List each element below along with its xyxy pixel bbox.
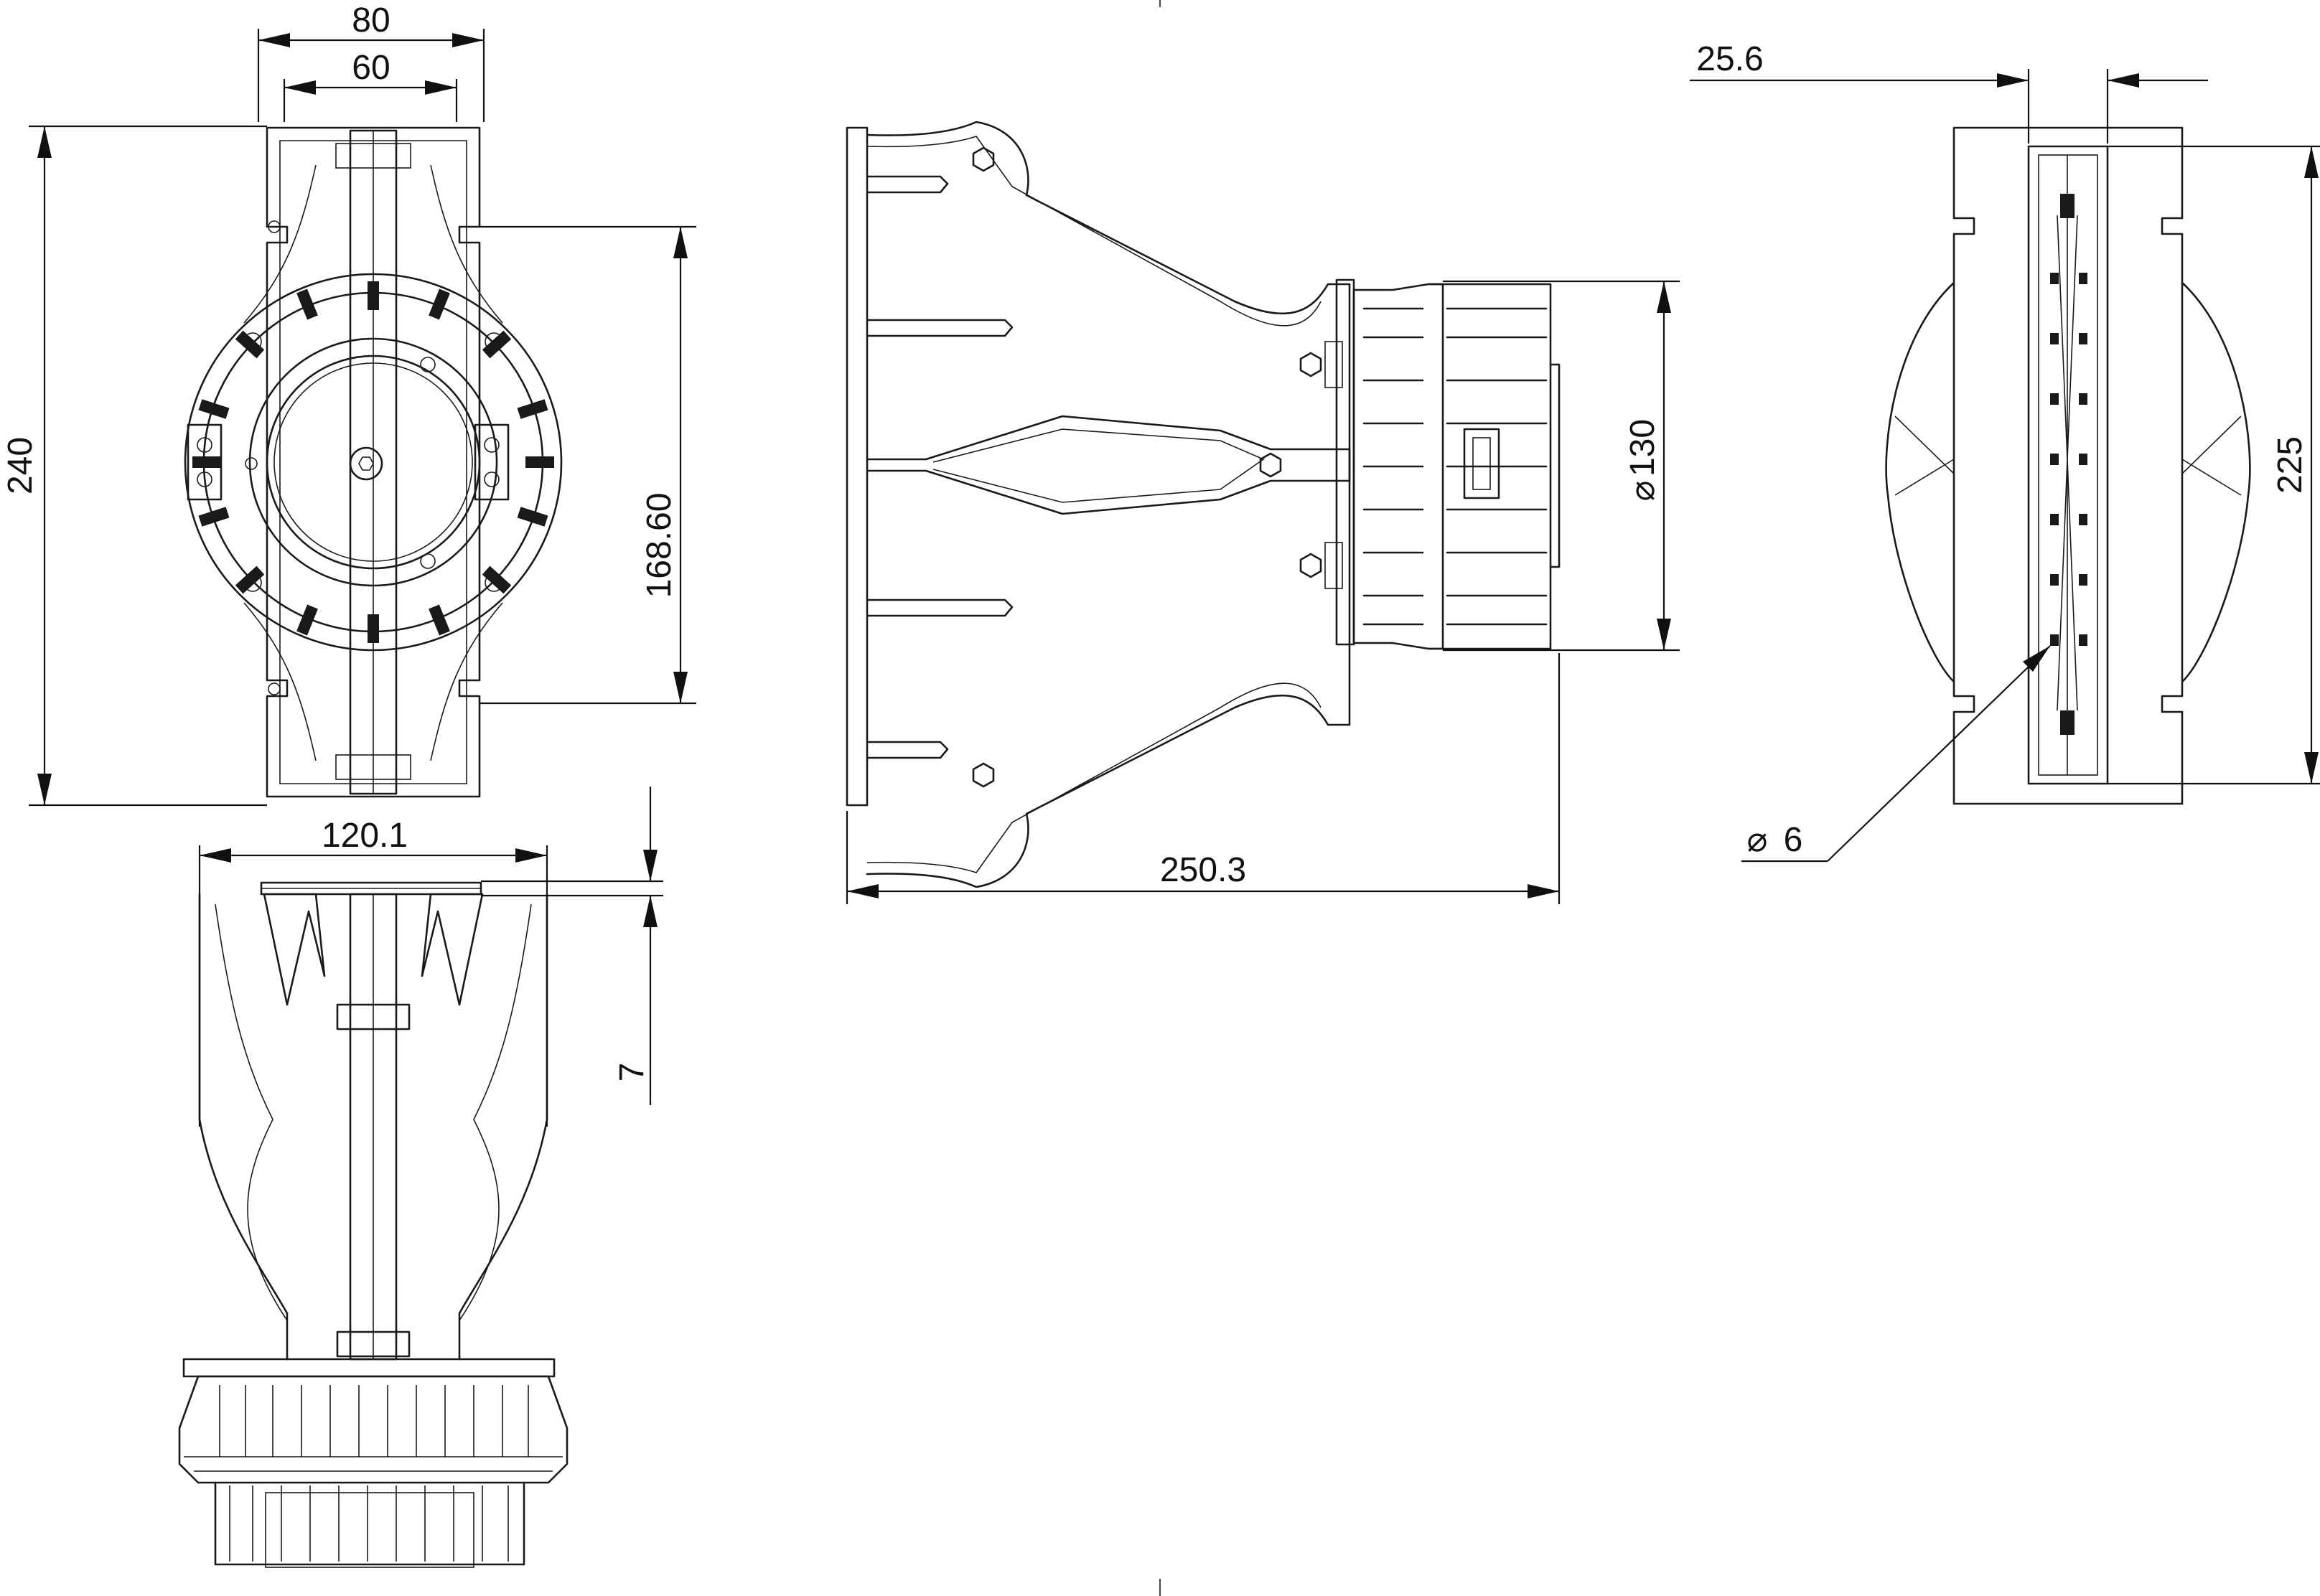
rear-view [1885,126,2251,805]
dim-slot-spacing: 168.60 [640,493,678,598]
dim-depth-bottom: 120.1 [322,817,408,855]
side-view [846,121,1561,888]
dim-width-outer: 80 [352,1,390,39]
dim-width-inner: 60 [352,49,390,87]
dim-slot-height: 225 [2271,436,2309,494]
dimension-labels: 80 60 240 168.60 120.1 7 250.3 ⌀ 130 25.… [1,1,2309,1081]
dim-diameter-symbol: ⌀ [1624,481,1662,502]
dim-driver-diameter: 130 [1624,419,1662,477]
dim-flange-thickness: 7 [613,1063,651,1082]
dim-hole-diameter: 6 [1784,821,1803,859]
dim-hole-diameter-symbol: ⌀ [1747,821,1768,859]
bottom-view [178,881,569,1568]
dimension-lines [29,0,2320,1596]
dim-height-total: 240 [1,437,39,494]
dim-throat-width: 25.6 [1696,40,1763,78]
dim-length-total: 250.3 [1160,851,1246,889]
front-view [184,126,563,798]
